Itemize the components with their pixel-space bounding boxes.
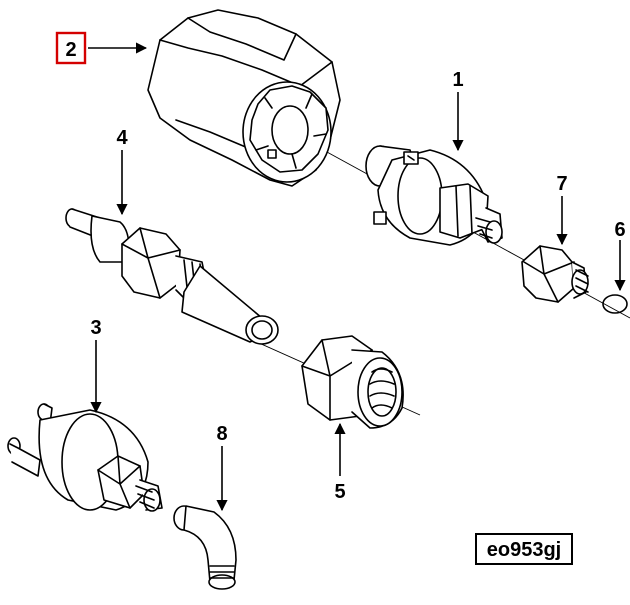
callout-1: 1	[452, 69, 463, 91]
part-8-elbow	[173, 505, 237, 590]
part-4-tube-with-nut	[65, 208, 279, 345]
part-7-adapter-fitting	[521, 245, 589, 303]
part-1-pressure-sender	[365, 145, 503, 246]
leader-arrows	[88, 42, 626, 512]
callout-6: 6	[614, 219, 625, 241]
callout-2: 2	[65, 39, 76, 61]
part-2-sleeve	[147, 9, 341, 187]
callout-7: 7	[556, 173, 567, 195]
reference-code: eo953gj	[487, 539, 561, 561]
reference-code-box: eo953gj	[475, 533, 573, 565]
callout-labels: 2 1 4 7 6 3 5 8	[65, 39, 625, 503]
part-3-pressure-switch	[7, 403, 163, 512]
callout-2-highlight-box	[55, 31, 87, 65]
callout-4: 4	[116, 127, 128, 149]
callout-3: 3	[90, 317, 101, 339]
part-5-nut	[301, 335, 404, 429]
part-6-o-ring	[602, 294, 628, 314]
callout-5: 5	[334, 481, 345, 503]
callout-8: 8	[216, 423, 227, 445]
